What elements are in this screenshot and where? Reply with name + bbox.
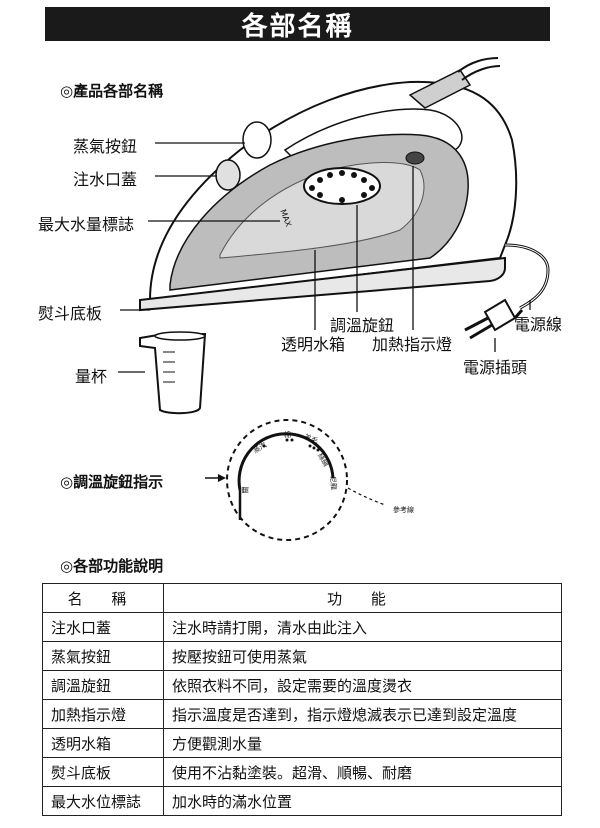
table-row: 最大水位標誌 加水時的滿水位置 [42,786,562,816]
label-plug: 電源插頭 [463,358,528,377]
header-function: 功 能 [163,583,562,613]
functions-table: 名 稱 功 能 注水口蓋 注水時請打開，清水由此注入 蒸氣按鈕 按壓按鈕可使用蒸… [42,583,562,816]
row-name: 蒸氣按鈕 [42,641,164,671]
section-dial-heading: ◎調溫旋鈕指示 [60,473,164,491]
plug-shape [464,298,524,340]
cord-connector [408,69,472,109]
table-row: 透明水箱 方便觀測水量 [42,728,562,758]
temp-knob-shape [303,167,381,205]
row-name: 透明水箱 [42,728,164,758]
row-name: 熨斗底板 [42,757,164,787]
row-function: 注水時請打開，清水由此注入 [163,612,562,642]
dial-off-label: 關 [241,486,250,494]
label-heat-light: 加熱指示燈 [372,335,453,354]
soleplate-shape [139,256,506,312]
row-name: 調溫旋鈕 [42,670,164,700]
dial-nylon-label: 尼龍 [328,475,338,491]
dial-reference-line-label: 參考線 [393,506,414,514]
header-name: 名 稱 [42,583,164,613]
section-functions-heading: ◎各部功能說明 [60,557,164,575]
table-row: 蒸氣按鈕 按壓按鈕可使用蒸氣 [42,641,562,671]
label-temp-knob: 調溫旋鈕 [330,316,395,335]
label-water-tank: 透明水箱 [281,335,346,354]
table-row: 熨斗底板 使用不沾黏塗裝。超滑、順暢、耐磨 [42,757,562,787]
row-function: 加水時的滿水位置 [163,786,562,816]
dial-diagram [205,419,386,541]
section-parts-heading: ◎產品各部名稱 [60,82,164,100]
steam-button-shape [242,121,272,159]
table-row: 調溫旋鈕 依照衣料不同，設定需要的溫度燙衣 [42,670,562,700]
row-function: 按壓按鈕可使用蒸氣 [163,641,562,671]
table-header-row: 名 稱 功 能 [42,583,562,613]
row-function: 指示溫度是否達到，指示燈熄滅表示已達到設定溫度 [163,699,562,729]
fill-cover-shape [215,159,241,191]
table-row: 注水口蓋 注水時請打開，清水由此注入 [42,612,562,642]
label-soleplate: 熨斗底板 [38,304,103,323]
iron-illustration: MAX [118,57,550,541]
dial-cotton-label: 棉 [284,431,291,439]
heat-light-shape [405,151,425,165]
measuring-cup-shape [139,331,207,415]
power-cord [504,243,550,310]
label-steam-button: 蒸氣按鈕 [73,137,138,156]
label-max-water-mark: 最大水量標誌 [38,215,135,234]
table-row: 加熱指示燈 指示溫度是否達到，指示燈熄滅表示已達到設定溫度 [42,699,562,729]
label-cup: 量杯 [75,367,108,386]
label-cord: 電源線 [514,315,563,334]
row-name: 加熱指示燈 [42,699,164,729]
row-function: 方便觀測水量 [163,728,562,758]
row-name: 注水口蓋 [42,612,164,642]
row-function: 使用不沾黏塗裝。超滑、順暢、耐磨 [163,757,562,787]
label-fill-cover: 注水口蓋 [73,170,138,189]
row-name: 最大水位標誌 [42,786,164,816]
row-function: 依照衣料不同，設定需要的溫度燙衣 [163,670,562,700]
page-title: 各部名稱 [241,11,354,42]
page-title-bar: 各部名稱 [45,7,550,42]
